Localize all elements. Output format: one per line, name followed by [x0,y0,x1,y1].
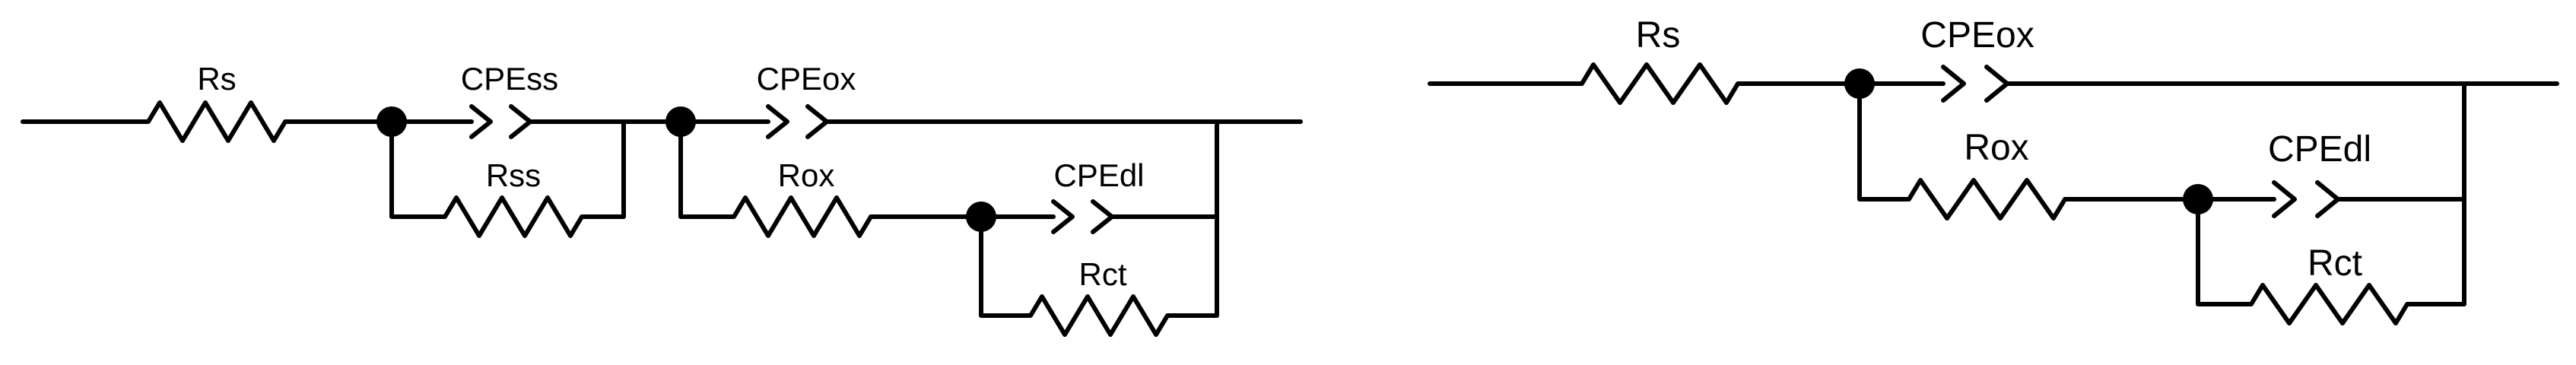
right-node-2 [2183,184,2213,214]
left-node-1 [376,106,407,137]
right-node-1 [1844,68,1875,99]
left-rox-branch [678,119,983,238]
right-label-rox: Rox [1964,128,2028,168]
left-cpedl-symbol [1051,199,1114,234]
left-node-2 [665,106,696,137]
left-cpess-symbol [469,104,532,139]
right-label-rs: Rs [1636,15,1681,56]
right-rct-branch [2196,81,2466,325]
right-label-rct: Rct [2308,243,2362,284]
circuit-left: Rs CPEss Rss CPEox Rox CPEdl Rct [21,61,1303,337]
left-label-cpess: CPEss [461,61,558,97]
right-rox-branch [1857,81,2200,221]
right-label-cpedl: CPEdl [2268,129,2371,170]
left-node-3 [966,202,996,232]
right-label-cpeox: CPEox [1920,15,2034,56]
left-rct-branch [979,119,1219,337]
left-cpeox-symbol [766,104,829,139]
circuit-right: Rs CPEox Rox CPEdl Rct [1428,15,2559,325]
left-rss-branch [389,119,626,238]
left-label-cpedl: CPEdl [1053,157,1144,193]
left-label-rox: Rox [778,157,835,193]
left-label-cpeox: CPEox [757,61,856,97]
left-label-rct: Rct [1079,256,1127,292]
left-main-wire-start [21,100,394,143]
right-main-wire-start [1428,62,1862,105]
right-cpedl-symbol [2272,180,2340,218]
left-label-rs: Rs [197,61,236,97]
left-label-rss: Rss [486,157,541,193]
right-cpeox-symbol [1941,65,2009,103]
